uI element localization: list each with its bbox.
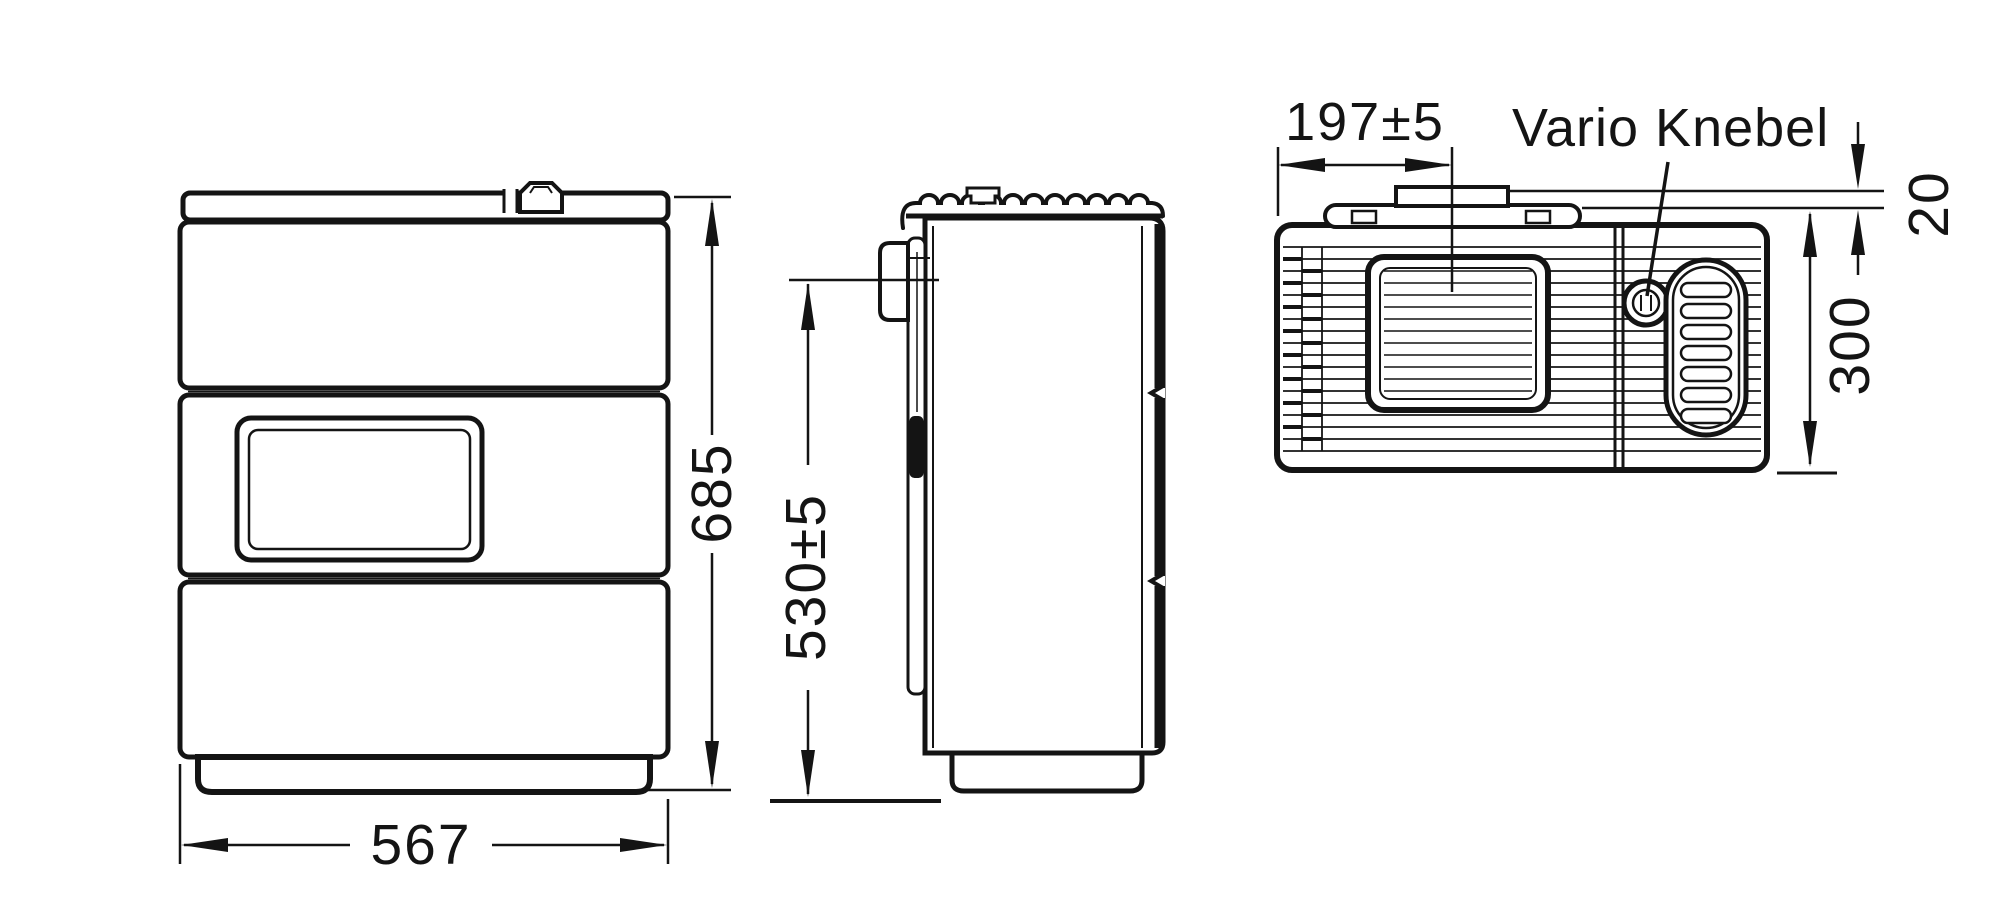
arrowhead-left <box>181 838 228 852</box>
dimension-front-height: 685 <box>642 195 744 792</box>
vario-knebel-callout: Vario Knebel <box>1512 98 1829 297</box>
door-edge-joint <box>1147 384 1165 402</box>
knob-outer <box>1621 278 1671 328</box>
arrowhead-left <box>1278 158 1325 172</box>
arrowhead-down <box>801 750 815 797</box>
dimension-back-gap: 20 <box>1851 122 1961 275</box>
arrowhead-right <box>1405 158 1452 172</box>
front-lid <box>180 190 671 223</box>
knob-inner <box>1631 288 1661 318</box>
back-gap-label: 20 <box>1897 170 1961 237</box>
top-rib-end-pattern <box>1283 247 1323 451</box>
side-handle <box>909 416 924 478</box>
top-air-grille <box>1663 257 1749 438</box>
arrowhead-down <box>1851 144 1865 189</box>
arrowhead-up <box>705 199 719 246</box>
dimension-depth: 300 <box>1777 211 1882 475</box>
vario-knob <box>1621 278 1671 328</box>
front-band-bottom <box>177 579 671 760</box>
dimension-flue-offset: 197±5 <box>1276 92 1454 292</box>
side-flue-collar <box>878 241 910 322</box>
hotplate-rib-lines <box>1384 270 1532 392</box>
front-lid-latch <box>502 181 564 215</box>
vario-knebel-label: Vario Knebel <box>1512 98 1829 158</box>
front-view <box>177 181 671 795</box>
side-view <box>770 186 1166 803</box>
front-band-top <box>177 219 671 391</box>
side-base <box>949 750 1145 794</box>
collar-tab <box>1350 209 1378 225</box>
latch-notch <box>504 189 517 215</box>
door-window-outer <box>234 415 485 563</box>
grille-inner <box>1671 265 1741 430</box>
door-edge-joint <box>1147 572 1165 590</box>
arrowhead-up <box>1851 210 1865 255</box>
arrowhead-down <box>1803 421 1817 467</box>
grille-slats <box>1679 281 1733 425</box>
front-height-label: 685 <box>680 442 744 543</box>
hotplate-inner <box>1379 267 1537 400</box>
side-body <box>922 215 1166 756</box>
dimension-flue-height: 530±5 <box>774 278 939 797</box>
leader-line <box>1645 161 1670 297</box>
front-width-label: 567 <box>370 813 471 877</box>
side-top-ribs <box>900 193 1165 230</box>
collar-tab <box>1524 209 1552 225</box>
arrowhead-up <box>1803 211 1817 257</box>
top-hotplate <box>1365 254 1551 413</box>
front-base <box>195 754 653 795</box>
door-window-inner <box>247 428 472 551</box>
depth-label: 300 <box>1818 294 1882 395</box>
flue-offset-label: 197±5 <box>1285 92 1445 152</box>
side-lid-latch <box>965 186 1001 205</box>
flue-height-label: 530±5 <box>774 493 838 661</box>
top-view <box>1274 185 1884 473</box>
dimension-front-width: 567 <box>178 764 670 877</box>
arrowhead-down <box>705 741 719 788</box>
arrowhead-up <box>801 283 815 330</box>
arrowhead-right <box>620 838 667 852</box>
hotplate-outer <box>1365 254 1551 413</box>
